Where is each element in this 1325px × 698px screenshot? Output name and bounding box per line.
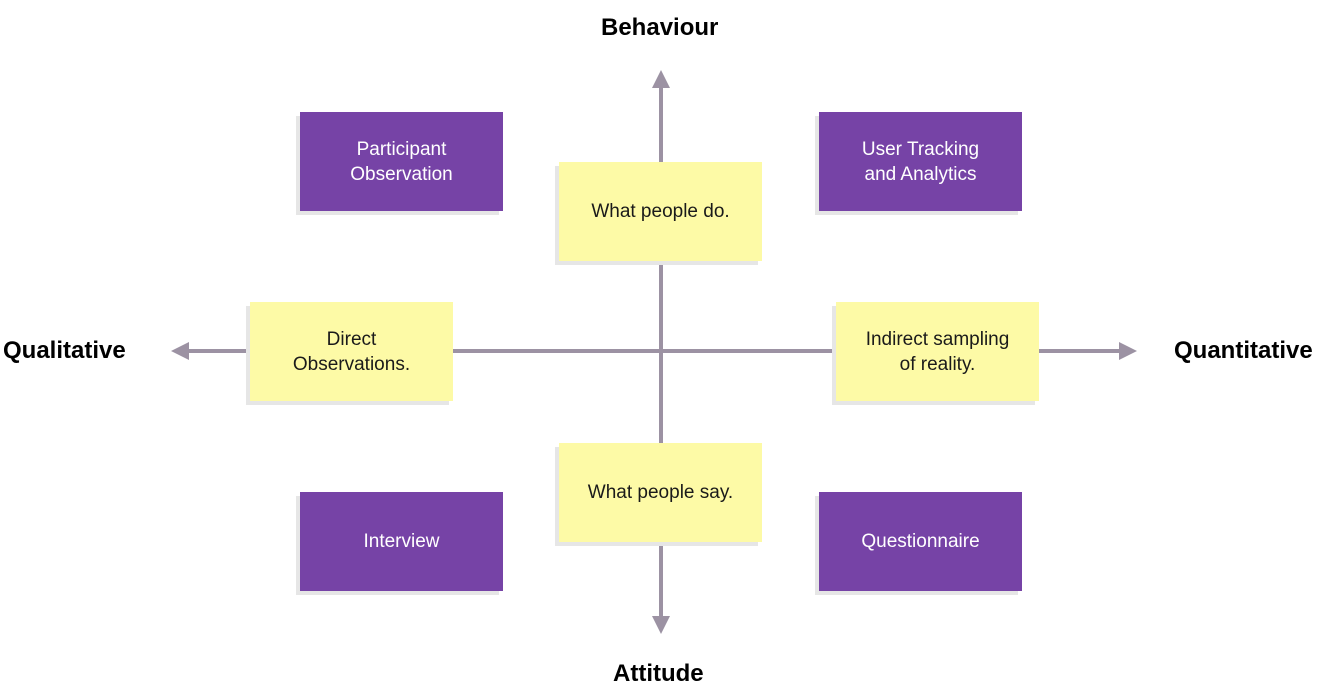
note-interview: Interview <box>300 492 503 591</box>
down-arrowhead <box>652 616 670 634</box>
note-questionnaire: Questionnaire <box>819 492 1022 591</box>
axis-label-attitude: Attitude <box>613 660 704 687</box>
right-arrowhead <box>1119 342 1137 360</box>
note-user-tracking-analytics: User Tracking and Analytics <box>819 112 1022 211</box>
note-direct-observations: Direct Observations. <box>250 302 453 401</box>
note-indirect-sampling: Indirect sampling of reality. <box>836 302 1039 401</box>
note-what-people-say: What people say. <box>559 443 762 542</box>
axis-label-behaviour: Behaviour <box>601 14 719 41</box>
axis-label-quantitative: Quantitative <box>1174 337 1313 364</box>
note-participant-observation: Participant Observation <box>300 112 503 211</box>
up-arrowhead <box>652 70 670 88</box>
note-what-people-do: What people do. <box>559 162 762 261</box>
left-arrowhead <box>171 342 189 360</box>
axis-label-qualitative: Qualitative <box>3 337 126 364</box>
